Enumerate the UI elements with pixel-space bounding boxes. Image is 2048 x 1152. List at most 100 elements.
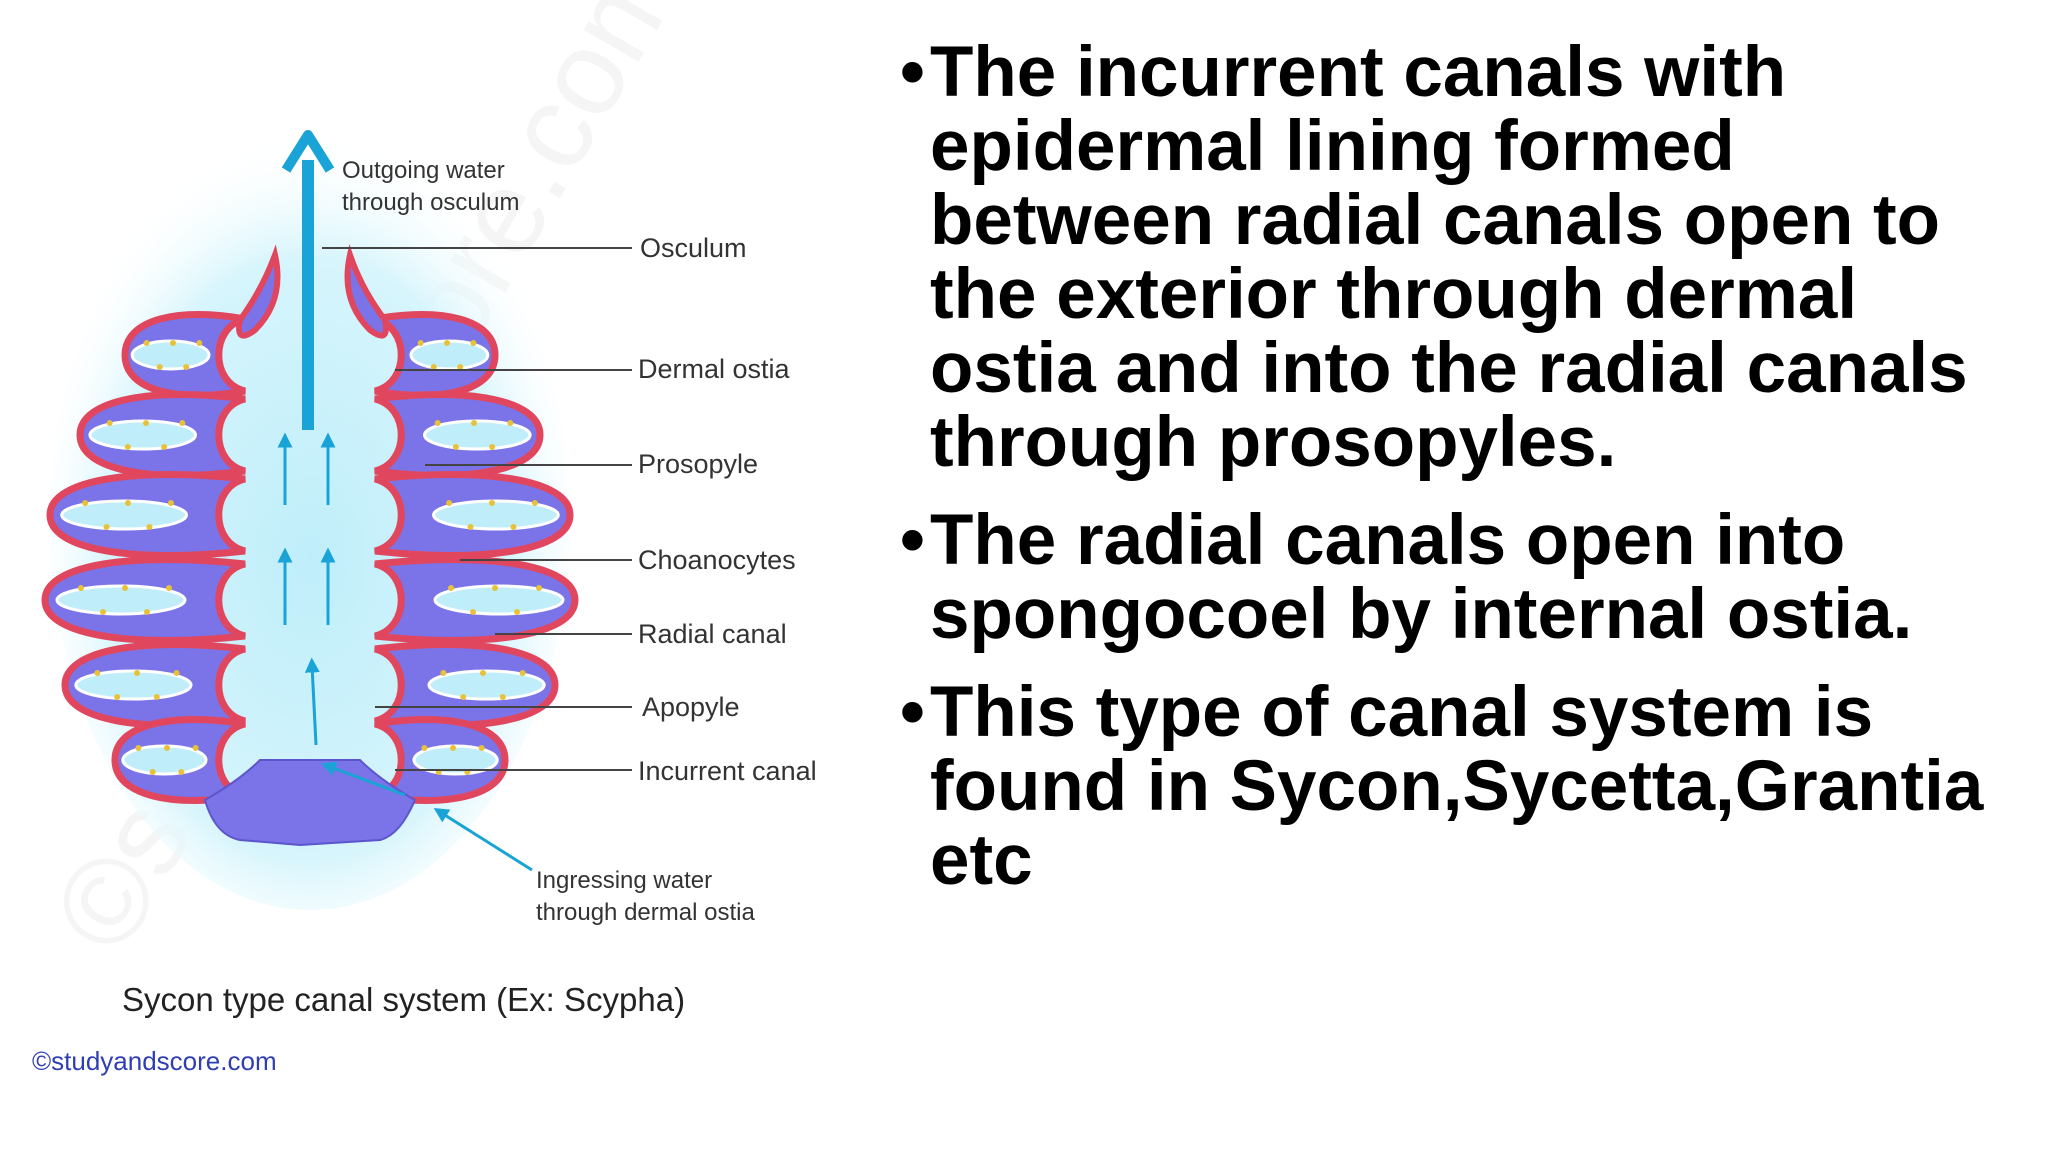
choanocyte <box>153 694 160 700</box>
choanocyte <box>510 524 517 530</box>
radial-canal <box>427 669 546 701</box>
diagram-caption: Sycon type canal system (Ex: Scypha) <box>122 981 685 1018</box>
choanocyte <box>135 745 142 751</box>
choanocyte <box>114 694 121 700</box>
bullet-marker: • <box>900 673 925 752</box>
sponge-base <box>203 759 417 847</box>
choanocyte <box>507 420 514 426</box>
choanocyte <box>161 444 168 450</box>
label-ingressing-line1: Ingressing water <box>536 867 712 894</box>
ingressing-flow-arrows <box>320 761 533 872</box>
choanocyte <box>134 670 140 676</box>
outgoing-arrow-head <box>281 130 335 173</box>
choanocyte <box>434 420 441 426</box>
leader-lines <box>322 247 632 771</box>
choanocyte <box>170 340 176 346</box>
radial-canal <box>88 419 197 451</box>
choanocyte <box>196 340 203 346</box>
sponge-body <box>41 311 579 804</box>
choanocyte <box>519 670 526 676</box>
choanocyte <box>430 364 437 370</box>
choanocyte <box>143 420 149 426</box>
label-ingressing-line2: through dermal ostia <box>536 899 755 926</box>
choanocyte <box>470 609 476 615</box>
choanocyte <box>489 500 495 506</box>
choanocyte <box>417 340 424 346</box>
choanocyte <box>144 609 150 615</box>
choanocyte <box>421 745 428 751</box>
label-osculum: Osculum <box>640 233 747 263</box>
choanocyte <box>106 420 113 426</box>
bullet-text-3: This type of canal system is found in Sy… <box>930 673 1984 900</box>
choanocyte <box>489 444 496 450</box>
choanocyte <box>122 585 128 591</box>
choanocyte <box>178 769 185 775</box>
label-prosopyle: Prosopyle <box>638 449 758 479</box>
bullet-item-3: • This type of canal system is found in … <box>900 676 2030 898</box>
radial-canal <box>432 499 560 531</box>
choanocyte <box>82 500 89 506</box>
choanocyte <box>448 585 454 591</box>
bullet-marker: • <box>900 501 925 580</box>
label-incurrent-canal: Incurrent canal <box>638 756 817 786</box>
label-radial-canal: Radial canal <box>638 619 787 649</box>
sycon-canal-diagram: ©studyandscore.com Outgoing water throug… <box>26 0 817 1076</box>
choanocyte <box>143 340 150 346</box>
choanocyte <box>146 524 153 530</box>
choanocyte <box>164 745 170 751</box>
radial-canal <box>423 419 532 451</box>
radial-canal <box>412 744 499 776</box>
internal-flow-arrows <box>277 432 336 746</box>
label-dermal-ostia: Dermal ostia <box>638 354 791 384</box>
choanocyte <box>124 444 131 450</box>
choanocyte <box>531 500 538 506</box>
radial-canal <box>130 339 211 371</box>
choanocyte <box>480 670 486 676</box>
label-outgoing-line2: through osculum <box>342 189 519 216</box>
choanocyte <box>467 524 474 530</box>
choanocyte <box>166 585 172 591</box>
diagram-credit: ©studyandscore.com <box>32 1046 277 1076</box>
choanocyte <box>94 670 101 676</box>
choanocyte <box>536 585 542 591</box>
choanocyte <box>192 745 199 751</box>
choanocyte <box>125 500 131 506</box>
choanocyte <box>100 609 106 615</box>
choanocyte <box>478 745 485 751</box>
choanocyte <box>457 364 464 370</box>
choanocyte <box>156 364 163 370</box>
choanocyte <box>446 500 453 506</box>
choanocyte <box>149 769 156 775</box>
radial-canal <box>60 499 188 531</box>
bullet-list: • The incurrent canals with epidermal li… <box>900 36 2030 922</box>
choanocyte <box>167 500 174 506</box>
choanocyte <box>471 420 477 426</box>
choanocyte <box>450 745 456 751</box>
choanocyte <box>440 670 447 676</box>
choanocyte <box>444 340 450 346</box>
choanocyte <box>452 444 459 450</box>
bullet-text-1: The incurrent canals with epidermal lini… <box>930 33 1968 482</box>
osculum-lip-right <box>344 243 389 339</box>
choanocyte <box>492 585 498 591</box>
choanocyte <box>470 340 477 346</box>
radial-canal <box>121 744 208 776</box>
choanocyte <box>103 524 110 530</box>
radial-canal <box>74 669 193 701</box>
choanocyte <box>183 364 190 370</box>
label-outgoing-line1: Outgoing water <box>342 157 505 184</box>
osculum-lip-left <box>236 244 281 339</box>
choanocyte <box>78 585 84 591</box>
choanocyte <box>514 609 520 615</box>
choanocyte <box>460 694 467 700</box>
choanocyte <box>173 670 180 676</box>
radial-canal <box>433 584 565 616</box>
label-apopyle: Apopyle <box>642 692 740 722</box>
radial-canal <box>55 584 187 616</box>
bullet-item-1: • The incurrent canals with epidermal li… <box>900 36 2030 480</box>
label-choanocytes: Choanocytes <box>638 545 796 575</box>
bullet-item-2: • The radial canals open into spongocoel… <box>900 504 2030 652</box>
choanocyte <box>499 694 506 700</box>
bullet-text-2: The radial canals open into spongocoel b… <box>930 501 1913 654</box>
bullet-marker: • <box>900 33 925 112</box>
